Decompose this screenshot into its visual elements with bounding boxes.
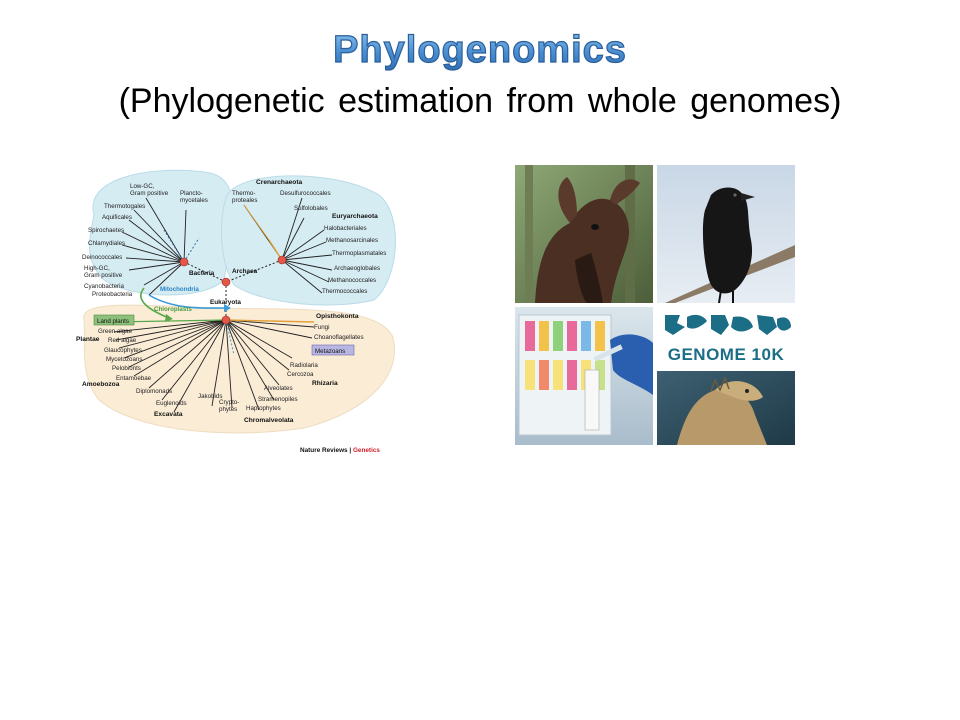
- taxon-label: Crypto-: [219, 399, 239, 406]
- taxon-label: Sulfolobales: [294, 205, 328, 212]
- taxon-label: Thermococcales: [322, 288, 367, 295]
- taxon-label: Mycetozoans: [106, 356, 142, 363]
- taxon-label: Alveolates: [264, 385, 293, 392]
- bacteria-label: Bacteria: [189, 270, 215, 277]
- euryarchaeota-label: Euryarchaeota: [332, 213, 378, 220]
- taxon-label: Spirochaetes: [88, 227, 124, 234]
- taxon-label: Plancto-: [180, 190, 203, 197]
- taxon-label: Proteobacteria: [92, 291, 133, 298]
- taxon-label: Methanococcales: [328, 277, 376, 284]
- taxon-label: phytes: [219, 406, 237, 413]
- archaea-label: Archaea: [232, 268, 258, 275]
- land-plants-label: Land plants: [97, 318, 129, 325]
- genome-photo-collage: GENOME 10K: [515, 165, 795, 445]
- bacteria-node: [179, 257, 189, 267]
- amoebozoa-label: Amoebozoa: [82, 381, 120, 388]
- genome-10k-logo: GENOME 10K: [657, 307, 795, 367]
- slide-title: Phylogenomics: [0, 22, 960, 76]
- taxon-label: Methanosarcinales: [326, 237, 378, 244]
- figure-credit: Nature Reviews | Genetics: [300, 447, 380, 454]
- eukaryota-label: Eukaryota: [210, 299, 241, 306]
- plantae-label: Plantae: [76, 336, 100, 343]
- crenarchaeota-label: Crenarchaeota: [256, 179, 303, 186]
- archaea-region: [220, 175, 396, 306]
- taxon-label: Thermo-: [232, 190, 255, 197]
- taxon-label: Cercozoa: [287, 371, 314, 378]
- rhizaria-label: Rhizaria: [312, 380, 338, 387]
- taxon-label: Entamoebae: [116, 375, 152, 382]
- archaea-branches: [243, 197, 333, 294]
- taxon-label: Stramenopiles: [258, 396, 298, 403]
- taxon-label: mycetales: [180, 197, 208, 204]
- taxon-label: Glaucophytes: [104, 347, 142, 354]
- taxon-label: Gram positive: [84, 272, 123, 279]
- metazoans-box: [311, 344, 355, 356]
- taxon-label: Thermoplasmatales: [332, 250, 386, 257]
- taxon-label: Low-GC,: [130, 183, 155, 190]
- mitochondria-label: Mitochondria: [160, 286, 199, 293]
- crow-photo: [657, 165, 795, 304]
- taxon-label: Radiolaria: [290, 362, 318, 369]
- taxon-label: Deinococcales: [82, 254, 122, 261]
- taxon-label: Gram positive: [130, 190, 169, 197]
- credit-separator: |: [348, 447, 353, 454]
- taxon-label: Cyanobacteria: [84, 283, 124, 290]
- credit-section: Genetics: [353, 447, 380, 454]
- taxon-label: Haptophytes: [246, 405, 281, 412]
- credit-journal: Nature Reviews: [300, 447, 348, 454]
- land-plants-box: [93, 314, 135, 326]
- slide-subtitle: (Phylogenetic estimation from whole geno…: [118, 82, 842, 120]
- chloroplasts-arrow: [140, 287, 170, 319]
- chloroplasts-label: Chloroplasts: [154, 306, 192, 313]
- taxon-label: Archaeoglobales: [334, 265, 380, 272]
- okapi-photo: [515, 165, 653, 303]
- taxon-label: Aquificales: [102, 214, 132, 221]
- taxon-label: Jakobids: [198, 393, 222, 400]
- bacteria-branches: [121, 197, 187, 296]
- taxon-label: Fungi: [314, 324, 329, 331]
- taxon-label: Chlamydiales: [88, 240, 125, 247]
- taxon-label: Choanoflagellates: [314, 334, 364, 341]
- metazoans-label: Metazoans: [315, 348, 345, 355]
- animal-silhouettes-icon: [665, 314, 791, 335]
- taxon-label: High-GC,: [84, 265, 110, 272]
- taxon-label: Euglenoids: [156, 400, 187, 407]
- archaea-node: [277, 255, 287, 265]
- tree-of-life-diagram: Low-GC, Gram positive Plancto- mycetales…: [76, 169, 396, 454]
- taxon-label: Diplomonads: [136, 388, 172, 395]
- taxon-label: Halobacteriales: [324, 225, 367, 232]
- slide-title-wordart: Phylogenomics: [332, 28, 627, 71]
- taxon-label: Desulfurococcales: [280, 190, 331, 197]
- excavata-label: Excavata: [154, 411, 183, 418]
- genome-10k-text: GENOME 10K: [668, 345, 785, 364]
- slide-title-text: Phylogenomics: [333, 29, 627, 71]
- lab-tubes-photo: [515, 307, 653, 445]
- chromalveolata-label: Chromalveolata: [244, 417, 294, 424]
- taxon-label: Red algae: [108, 337, 137, 344]
- taxon-label: Green algae: [98, 328, 133, 335]
- mitochondria-arrow: [148, 294, 225, 309]
- eukaryota-node: [221, 315, 231, 325]
- eukaryote-branches: [113, 319, 315, 413]
- taxon-label: Pelobionts: [112, 365, 141, 372]
- opisthokonta-label: Opisthokonta: [316, 313, 359, 320]
- taxon-label: Thermotogales: [104, 203, 145, 210]
- root-node: [221, 277, 231, 287]
- iguana-photo: [657, 371, 795, 445]
- taxon-label: proteales: [232, 197, 257, 204]
